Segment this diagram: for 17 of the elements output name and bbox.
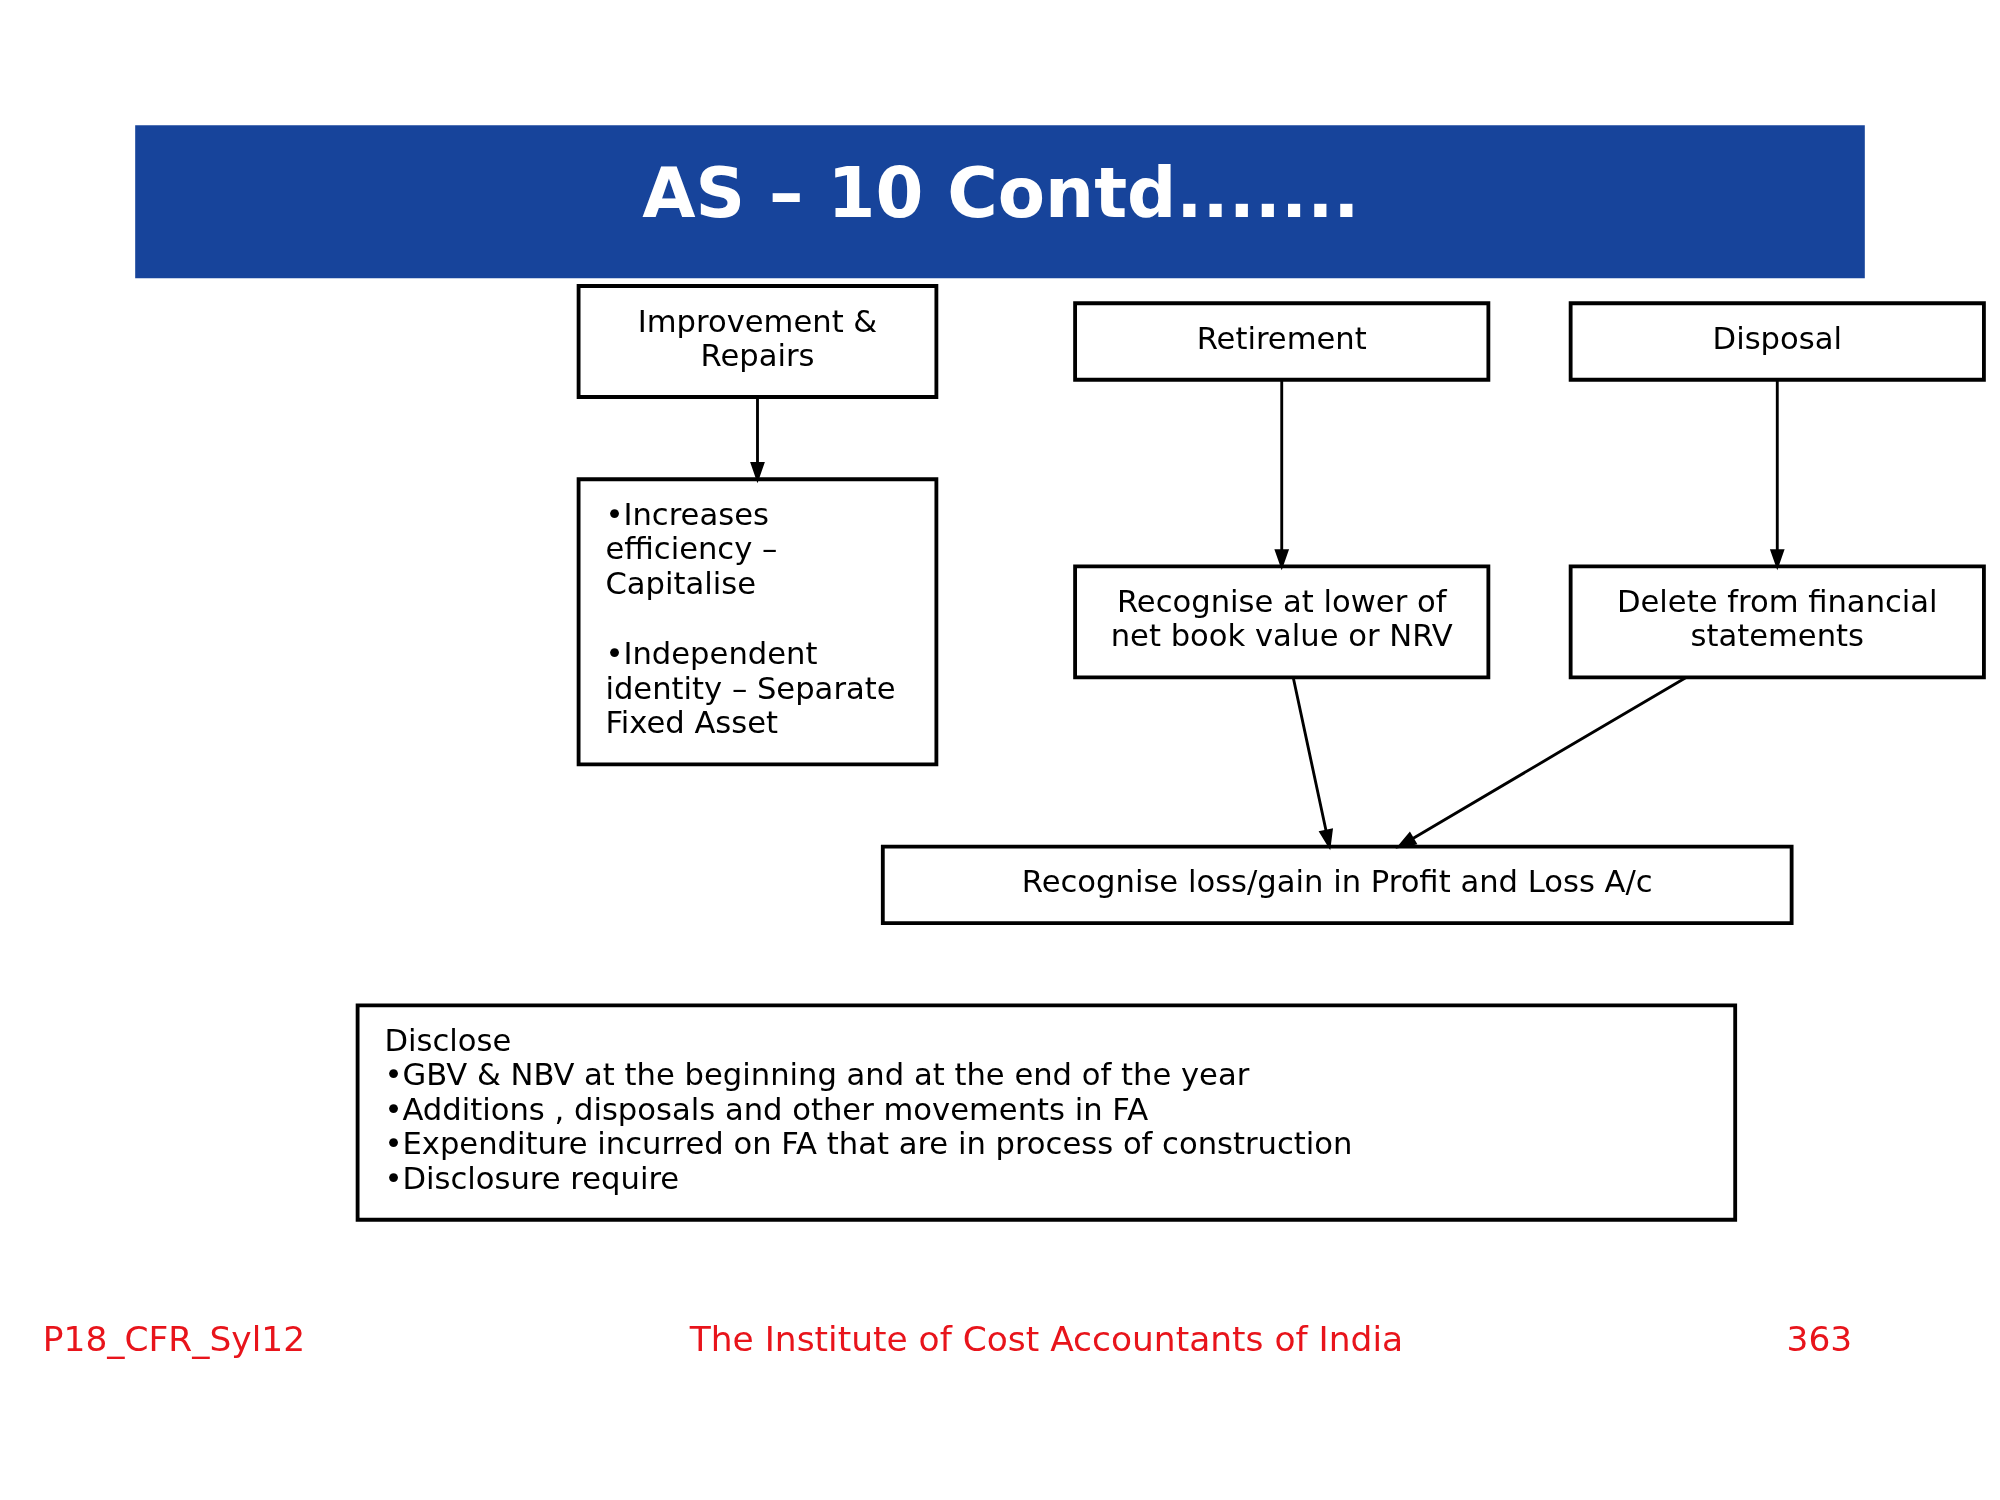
label: The Institute of Cost Accountants of India [689,1318,1404,1359]
arrow [1274,380,1290,571]
arrow [1395,676,1687,849]
node-box: Delete from financial statements [1568,564,1986,680]
node-box: Disposal [1568,301,1986,382]
label: P18_CFR_Syl12 [42,1318,306,1359]
node-box: •Increases efficiency – Capitalise •Independent identity – Separate Fixed Asset [576,477,939,767]
node-box: Recognise at lower of net book value or NRV [1073,564,1491,680]
node-box: Disclose •GBV & NBV at the beginning and at the end of the year •Additions , disposals and other movements in FA •Expenditure incurred on FA that are in process of construction •Disclosure require [355,1003,1738,1222]
diagram-title: AS – 10 Contd....... [642,152,1360,233]
node-box: Recognise loss/gain in Profit and Loss A/c [880,844,1794,926]
arrow [1291,677,1334,851]
arrow [1769,380,1785,571]
node-box: Retirement [1073,301,1491,382]
node-box: Improvement & Repairs [576,284,939,399]
arrow [750,397,765,484]
label: 363 [1786,1318,1853,1359]
